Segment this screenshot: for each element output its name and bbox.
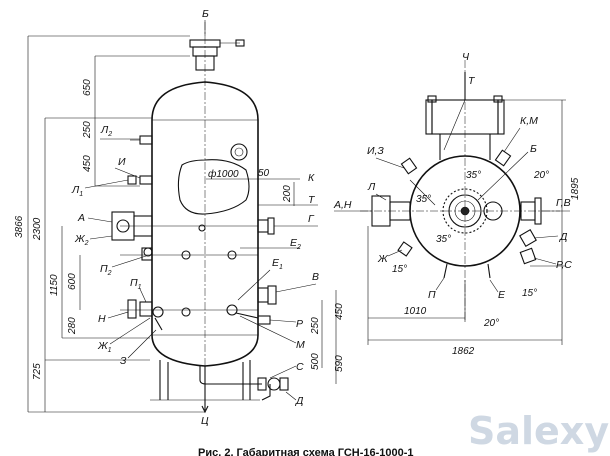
dim-725: 725	[32, 363, 43, 380]
watermark: Salexy	[468, 409, 609, 453]
label-rs: Р,С	[556, 259, 572, 271]
label-k: К	[308, 172, 315, 184]
right-dimensions: 200 250 450 500 590	[282, 182, 345, 384]
label-ch: Ч	[462, 51, 470, 63]
plan-view: Ч Т И,З Л А,Н Ж К,М Б Г,В Д Р,С П	[333, 51, 581, 357]
angle-35-top: 35°	[466, 170, 481, 181]
figure-caption: Рис. 2. Габаритная схема ГСН-16-1000-1	[198, 447, 414, 456]
dim-3866: 3866	[14, 215, 25, 238]
label-zh2: Ж2	[74, 233, 89, 247]
left-dimensions: 3866 2300 650 250 450 1150 600 280 725	[14, 35, 205, 413]
dim-280: 280	[67, 317, 78, 335]
dim-2300: 2300	[32, 217, 43, 241]
front-view: Б ф1000 50	[14, 8, 345, 427]
label-t-plan: Т	[468, 75, 476, 87]
label-r: Р	[296, 318, 303, 330]
label-l1: Л1	[71, 184, 83, 198]
label-g: Г	[308, 213, 315, 225]
label-l: Л	[367, 181, 376, 193]
label-an: А,Н	[333, 199, 352, 211]
label-d: Д	[295, 395, 304, 407]
angle-15-right: 15°	[522, 288, 537, 299]
angle-20-bottom: 20°	[483, 318, 499, 329]
dim-450-right: 450	[334, 303, 345, 320]
dim-250-left: 250	[82, 121, 93, 139]
dim-650: 650	[82, 79, 93, 96]
label-ts: Ц	[201, 415, 209, 427]
label-b-plan: Б	[530, 143, 537, 155]
label-z: З	[120, 355, 127, 367]
label-d-plan: Д	[559, 231, 568, 243]
angle-15-left: 15°	[392, 264, 407, 275]
label-zh: Ж	[377, 253, 389, 265]
label-e1: Е1	[272, 257, 283, 271]
dim-590: 590	[334, 355, 345, 372]
label-l2: Л2	[100, 124, 112, 138]
dim-1010: 1010	[404, 306, 427, 317]
label-b-top: Б	[202, 8, 209, 20]
label-50: 50	[258, 168, 270, 179]
label-t: Т	[308, 194, 316, 206]
label-gv: Г,В	[556, 197, 571, 209]
label-zh1: Ж1	[97, 340, 112, 354]
label-v: В	[312, 271, 319, 283]
label-iz: И,З	[367, 145, 384, 157]
dim-1150: 1150	[49, 274, 60, 296]
label-n: Н	[98, 313, 106, 325]
nozzles-right	[181, 217, 277, 325]
dim-450-left: 450	[82, 155, 93, 172]
label-p1: П1	[130, 277, 142, 291]
angle-35-left: 35°	[416, 194, 431, 205]
label-e-plan: Е	[498, 289, 506, 301]
nozzles-left	[111, 135, 164, 331]
dim-1895: 1895	[570, 177, 581, 200]
dim-600: 600	[67, 273, 78, 290]
angle-20-top: 20°	[533, 170, 549, 181]
dim-1862: 1862	[452, 346, 475, 357]
dim-200: 200	[282, 185, 293, 203]
label-km: К,М	[520, 115, 538, 127]
angle-35-bottom: 35°	[436, 234, 451, 245]
label-phi1000: ф1000	[208, 168, 239, 180]
label-s: С	[296, 361, 304, 373]
label-p-plan: П	[428, 289, 436, 301]
dim-250-right: 250	[310, 317, 321, 335]
label-a: А	[77, 212, 85, 224]
label-p2: П2	[100, 263, 112, 277]
dim-500: 500	[310, 353, 321, 370]
label-e2: Е2	[290, 237, 301, 251]
label-m: М	[296, 339, 305, 351]
label-i: И	[118, 156, 126, 168]
